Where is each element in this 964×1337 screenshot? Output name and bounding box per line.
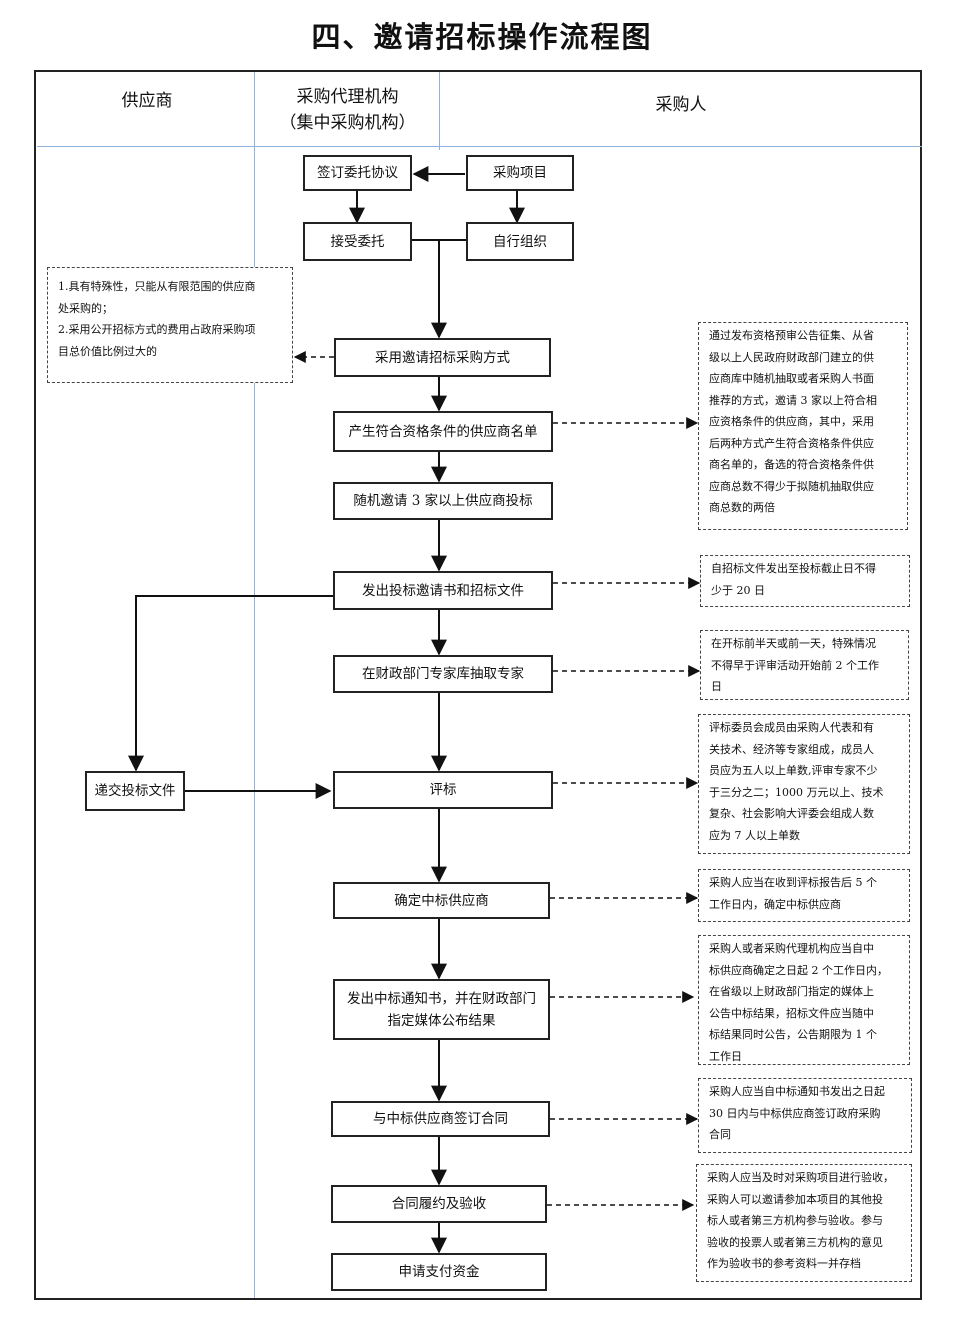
- note-line: 处采购的；: [58, 301, 113, 315]
- note-line: 关技术、经济等专家组成，成员人: [709, 742, 874, 756]
- note-line: 通过发布资格预审公告征集、从省: [709, 329, 874, 342]
- note-line: 采购人应当及时对采购项目进行验收，: [707, 1171, 894, 1184]
- box-issue-award-notice-line2: 指定媒体公布结果: [387, 1012, 496, 1029]
- note-line: 采购人或者采购代理机构应当自中: [709, 942, 874, 955]
- note-line: 少于 20 日: [711, 583, 765, 597]
- note-line: 30 日内与中标供应商签订政府采购: [709, 1106, 881, 1120]
- box-sign-agreement: 签订委托协议: [303, 155, 412, 191]
- lane-agency-line2: （集中采购机构）: [279, 113, 416, 133]
- lane-agency-line1: 采购代理机构: [296, 87, 399, 107]
- box-submit-bid: 递交投标文件: [85, 771, 185, 811]
- note-contract-deadline: 采购人应当自中标通知书发出之日起 30 日内与中标供应商签订政府采购 合同: [698, 1078, 912, 1153]
- box-random-invite: 随机邀请 3 家以上供应商投标: [333, 482, 553, 520]
- lane-divider-supplier: [254, 72, 255, 1298]
- page-title: 四、邀请招标操作流程图: [311, 20, 653, 54]
- box-draw-experts: 在财政部门专家库抽取专家: [333, 655, 553, 693]
- lane-supplier: 供应商: [121, 91, 173, 111]
- note-line: 应资格条件的供应商，其中，采用: [709, 415, 874, 428]
- note-line: 标人或者第三方机构参与验收。参与: [707, 1214, 883, 1227]
- lane-purchaser: 采购人: [655, 95, 707, 115]
- note-line: 标结果同时公告，公告期限为 1 个: [709, 1028, 877, 1041]
- note-line: 目总价值比例过大的: [58, 344, 157, 358]
- note-line: 应商总数不得少于拟随机抽取供应: [709, 479, 874, 493]
- box-issue-award-notice: 发出中标通知书，并在财政部门 指定媒体公布结果: [333, 979, 550, 1040]
- note-line: 合同: [709, 1128, 731, 1141]
- box-self-organize: 自行组织: [466, 222, 574, 261]
- lane-agency: 采购代理机构 （集中采购机构）: [256, 84, 439, 136]
- note-line: 员应为五人以上单数,评审专家不少: [709, 764, 878, 777]
- box-bid-evaluation: 评标: [333, 771, 553, 809]
- note-expert-timing: 在开标前半天或前一天，特殊情况 不得早于评审活动开始前 2 个工作 日: [700, 630, 909, 700]
- note-tender-period: 自招标文件发出至投标截止日不得 少于 20 日: [700, 555, 910, 607]
- box-contract-acceptance: 合同履约及验收: [331, 1185, 547, 1223]
- note-line: 商名单的，备选的符合资格条件供: [709, 458, 874, 471]
- note-line: 应商库中随机抽取或者采购人书面: [709, 372, 874, 385]
- note-line: 在省级以上财政部门指定的媒体上: [709, 985, 874, 998]
- note-line: 标供应商确定之日起 2 个工作日内，: [709, 963, 888, 977]
- box-qualified-supplier-list: 产生符合资格条件的供应商名单: [333, 411, 553, 452]
- note-line: 采购人应当在收到评标报告后 5 个: [709, 876, 877, 889]
- note-line: 在开标前半天或前一天，特殊情况: [711, 637, 876, 650]
- note-line: 自招标文件发出至投标截止日不得: [711, 562, 876, 575]
- note-line: 工作日内，确定中标供应商: [709, 897, 841, 911]
- lane-divider-purchaser: [439, 72, 440, 150]
- box-issue-award-notice-line1: 发出中标通知书，并在财政部门: [347, 990, 536, 1007]
- lane-header-divider: [37, 146, 922, 147]
- note-line: 复杂、社会影响大评委会组成人数: [709, 807, 874, 820]
- note-line: 商总数的两倍: [709, 501, 775, 514]
- note-line: 1.具有特殊性，只能从有限范围的供应商: [58, 280, 256, 293]
- note-line: 采购人应当自中标通知书发出之日起: [709, 1085, 885, 1098]
- note-line: 评标委员会成员由采购人代表和有: [709, 721, 874, 734]
- note-line: 采购人可以邀请参加本项目的其他投: [707, 1192, 883, 1206]
- note-evaluation-committee: 评标委员会成员由采购人代表和有 关技术、经济等专家组成，成员人 员应为五人以上单…: [698, 714, 910, 854]
- note-line: 于三分之二；1000 万元以上、技术: [709, 785, 884, 799]
- box-accept-entrustment: 接受委托: [303, 222, 412, 261]
- note-line: 验收的投票人或者第三方机构的意见: [707, 1235, 883, 1249]
- note-line: 日: [711, 680, 722, 693]
- arrow-issue-to-submit: [128, 595, 333, 772]
- diagram-frame: [34, 70, 922, 1300]
- note-special-conditions: 1.具有特殊性，只能从有限范围的供应商 处采购的； 2.采用公开招标方式的费用占…: [47, 267, 293, 383]
- note-line: 不得早于评审活动开始前 2 个工作: [711, 658, 879, 672]
- box-invited-bidding-method: 采用邀请招标采购方式: [334, 338, 551, 377]
- note-line: 2.采用公开招标方式的费用占政府采购项: [58, 323, 256, 336]
- note-award-announcement: 采购人或者采购代理机构应当自中 标供应商确定之日起 2 个工作日内， 在省级以上…: [698, 935, 910, 1065]
- box-sign-contract: 与中标供应商签订合同: [331, 1101, 550, 1137]
- note-supplier-list: 通过发布资格预审公告征集、从省 级以上人民政府财政部门建立的供 应商库中随机抽取…: [698, 322, 908, 530]
- note-line: 级以上人民政府财政部门建立的供: [709, 350, 874, 364]
- box-procurement-project: 采购项目: [466, 155, 574, 191]
- note-line: 公告中标结果，招标文件应当随中: [709, 1006, 874, 1020]
- box-determine-winner: 确定中标供应商: [333, 882, 550, 919]
- note-winner-deadline: 采购人应当在收到评标报告后 5 个 工作日内，确定中标供应商: [698, 869, 910, 922]
- note-line: 推荐的方式，邀请 3 家以上符合相: [709, 393, 877, 407]
- note-line: 作为验收书的参考资料一并存档: [707, 1257, 861, 1270]
- note-line: 工作日: [709, 1049, 742, 1063]
- note-acceptance: 采购人应当及时对采购项目进行验收， 采购人可以邀请参加本项目的其他投 标人或者第…: [696, 1164, 912, 1282]
- box-issue-tender-docs: 发出投标邀请书和招标文件: [333, 571, 553, 610]
- note-line: 应为 7 人以上单数: [709, 828, 800, 842]
- note-line: 后两种方式产生符合资格条件供应: [709, 436, 874, 450]
- box-apply-payment: 申请支付资金: [331, 1253, 547, 1291]
